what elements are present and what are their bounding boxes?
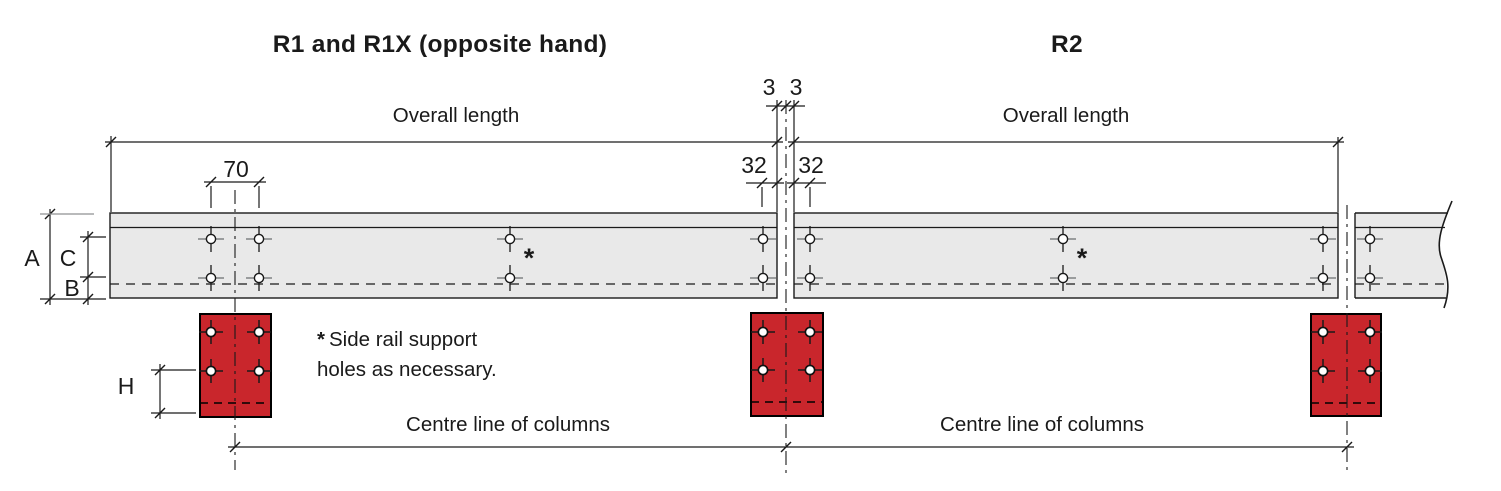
dim-32-right: 32 bbox=[787, 152, 826, 207]
rail-continuation bbox=[1354, 200, 1453, 309]
dim-C-label: C bbox=[60, 245, 77, 271]
overall-length-label-r2: Overall length bbox=[1003, 104, 1129, 127]
rail-continuation-body bbox=[1355, 213, 1448, 298]
dim-32-right-label: 32 bbox=[798, 152, 824, 178]
overall-length-label-r1: Overall length bbox=[393, 104, 519, 127]
dim-gap-3-3: 3 3 bbox=[763, 74, 805, 212]
dim-32-left: 32 bbox=[741, 152, 784, 207]
dim-centre-line-of-columns: Centre line of columns Centre line of co… bbox=[228, 413, 1354, 453]
dim-70-label: 70 bbox=[223, 156, 249, 182]
footnote-star: * bbox=[317, 328, 325, 351]
rail-r2 bbox=[793, 212, 1339, 299]
dim-H: H bbox=[118, 364, 196, 419]
dim-A-label: A bbox=[24, 245, 40, 271]
dim-B-label: B bbox=[64, 275, 79, 301]
title-r2: R2 bbox=[1051, 31, 1083, 58]
break-line-icon bbox=[1438, 200, 1453, 309]
centre-line-label-right: Centre line of columns bbox=[940, 413, 1144, 436]
asterisk-mid-r2: * bbox=[1077, 243, 1088, 273]
column-3 bbox=[1310, 313, 1383, 417]
rail-r1 bbox=[109, 212, 778, 299]
dim-C-B: C B bbox=[60, 231, 106, 305]
dim-A: A bbox=[24, 208, 106, 305]
footnote-line2: holes as necessary. bbox=[317, 358, 497, 381]
footnote-line1: Side rail support bbox=[329, 328, 477, 351]
title-r1: R1 and R1X (opposite hand) bbox=[273, 31, 607, 58]
footnote: * Side rail support holes as necessary. bbox=[317, 328, 497, 381]
dim-H-label: H bbox=[118, 373, 135, 399]
dim-overall-length-r2: Overall length bbox=[788, 104, 1344, 212]
dim-32-left-label: 32 bbox=[741, 152, 767, 178]
column-2 bbox=[750, 312, 824, 417]
rail-r1-body bbox=[109, 212, 778, 299]
centre-line-label-left: Centre line of columns bbox=[406, 413, 610, 436]
dim-overall-length-r1: Overall length bbox=[105, 104, 783, 212]
asterisk-mid-r1: * bbox=[524, 243, 535, 273]
dim-70: 70 bbox=[204, 156, 266, 208]
dim-3-right-label: 3 bbox=[790, 74, 803, 100]
rail-r2-body bbox=[793, 212, 1339, 299]
dim-3-left-label: 3 bbox=[763, 74, 776, 100]
